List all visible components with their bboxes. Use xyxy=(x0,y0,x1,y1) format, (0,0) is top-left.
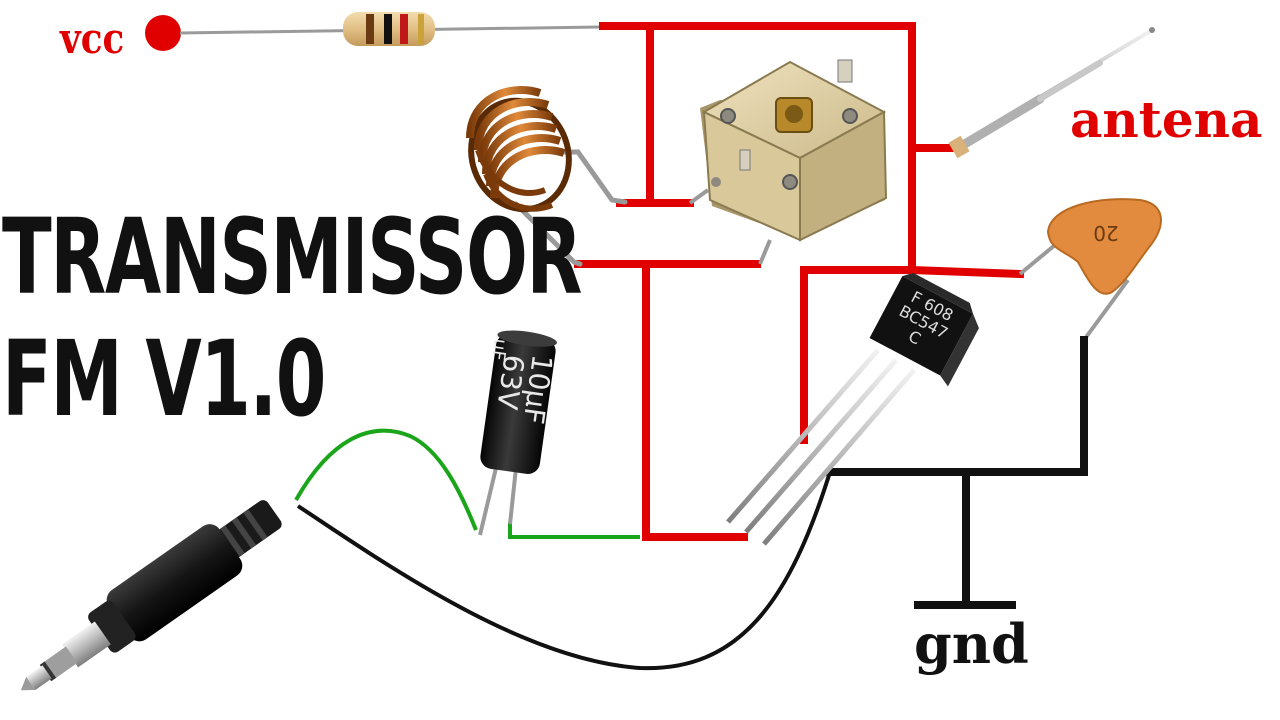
ceramic-capacitor-value: 20 xyxy=(1093,221,1118,245)
antenna-label: antena xyxy=(1070,90,1263,149)
vcc-terminal xyxy=(145,15,181,51)
ground-label: gnd xyxy=(914,612,1029,676)
ceramic-capacitor: 20 xyxy=(1018,198,1162,342)
vcc-label: vcc xyxy=(60,14,125,63)
power-wires xyxy=(574,22,1025,541)
transistor: F 608 BC547 C xyxy=(726,272,979,546)
title-line-2: FM V1.0 xyxy=(2,318,326,440)
signal-wires xyxy=(294,428,640,539)
resistor xyxy=(179,12,601,46)
audio-jack-plug xyxy=(20,500,282,691)
electrolytic-voltage: 63V xyxy=(490,353,530,412)
inductor-coil xyxy=(466,86,628,267)
audio-ground-wire xyxy=(296,471,832,671)
ground-wires xyxy=(826,336,1088,609)
antenna xyxy=(948,27,1155,159)
electrolytic-unit: uF xyxy=(487,337,511,361)
electrolytic-capacitor: 10µF 63V uF xyxy=(478,330,559,536)
variable-capacitor xyxy=(688,59,888,265)
title-line-1: TRANSMISSOR xyxy=(2,196,582,318)
